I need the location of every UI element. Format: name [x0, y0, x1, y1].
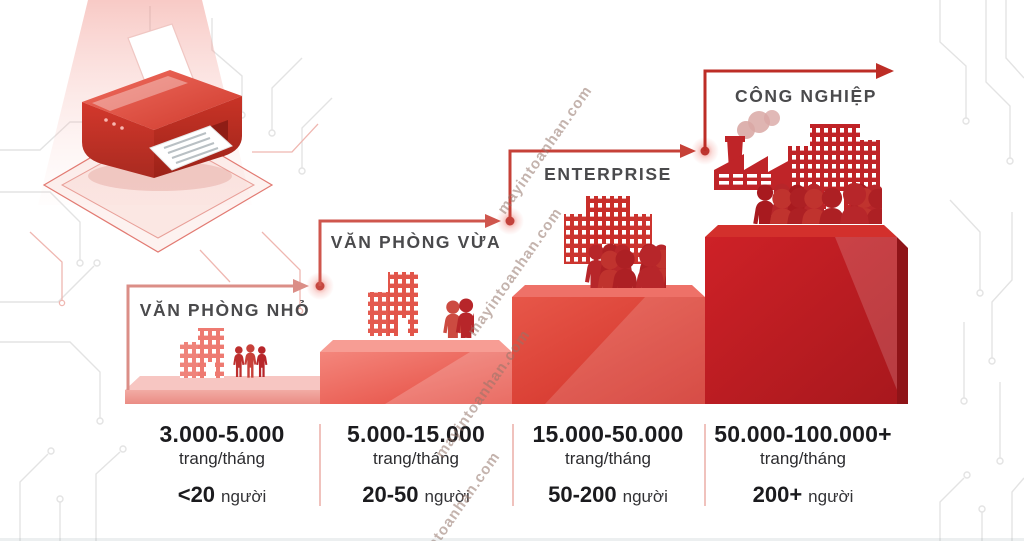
people-crowd-icon — [585, 244, 666, 288]
step-block-4 — [705, 225, 908, 404]
small-office-icon — [180, 328, 268, 378]
tier-label-small-office: VĂN PHÒNG NHỎ — [139, 300, 311, 320]
stat-column-4: 50.000-100.000+ trang/tháng 200+người — [698, 421, 908, 508]
printer-icon — [82, 23, 242, 178]
column-divider — [512, 424, 514, 506]
column-divider — [319, 424, 321, 506]
tier-label-industrial: CÔNG NGHIỆP — [734, 86, 878, 106]
step-block-3 — [512, 285, 705, 404]
step-block-1 — [125, 376, 320, 404]
step-blocks — [125, 225, 908, 404]
industrial-icon — [714, 110, 882, 224]
pages-range: 3.000-5.000 — [159, 421, 285, 447]
people-group-icon — [233, 344, 268, 378]
pages-range: 5.000-15.000 — [347, 421, 485, 447]
pages-unit: trang/tháng — [564, 449, 651, 468]
tier-label-enterprise: ENTERPRISE — [544, 164, 672, 184]
pages-unit: trang/tháng — [759, 449, 846, 468]
office-building-icon — [368, 272, 418, 336]
smoke-icon — [737, 110, 780, 139]
pages-range: 15.000-50.000 — [532, 421, 684, 447]
pages-unit: trang/tháng — [372, 449, 459, 468]
tier-label-medium-office: VĂN PHÒNG VỪA — [330, 232, 502, 252]
medium-office-icon — [368, 272, 474, 338]
factory-icon — [714, 136, 790, 190]
people-range: 200+người — [752, 482, 854, 507]
pages-range: 50.000-100.000+ — [714, 421, 892, 447]
office-building-icon — [564, 196, 652, 264]
office-building-icon — [180, 328, 224, 378]
circuit-traces-red — [29, 123, 319, 315]
growth-arrow-path — [126, 63, 894, 390]
step-block-2 — [320, 340, 512, 404]
bottom-edge-artifact — [0, 538, 1024, 541]
column-divider — [704, 424, 706, 506]
pages-unit: trang/tháng — [178, 449, 265, 468]
enterprise-complex-icon — [564, 196, 666, 288]
